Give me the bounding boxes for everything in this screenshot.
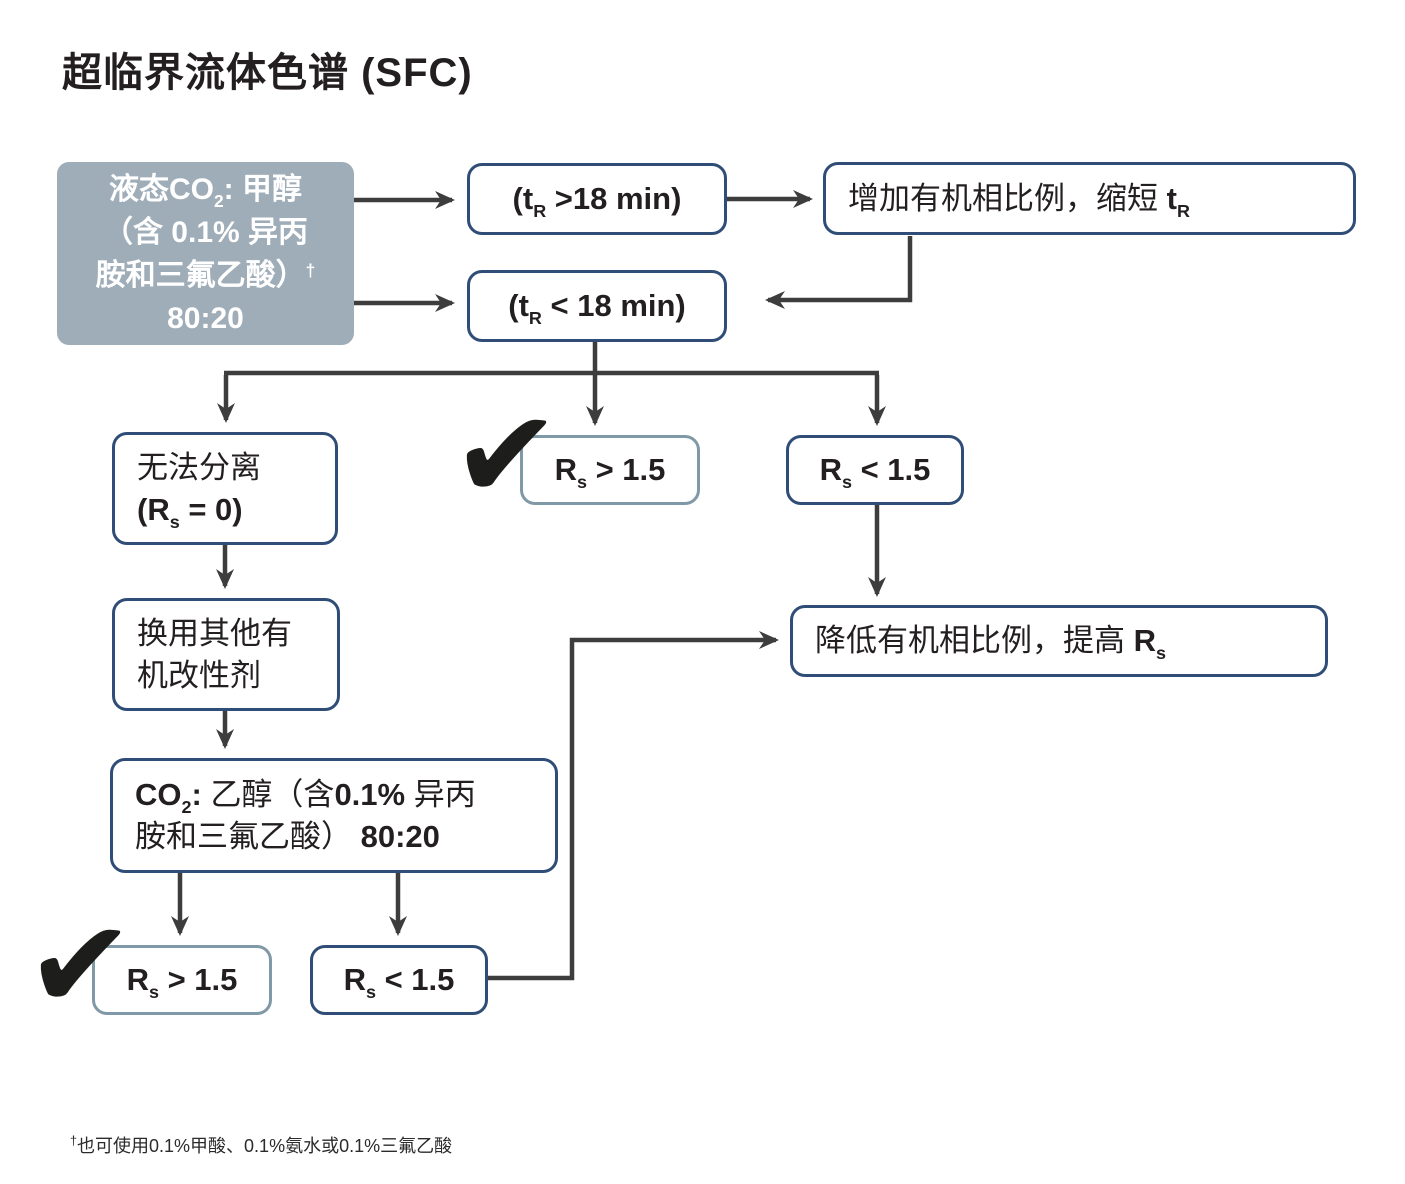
footnote: †也可使用0.1%甲酸、0.1%氨水或0.1%三氟乙酸 [70, 1134, 453, 1156]
rs-lt-bottom-label: Rs < 1.5 [343, 962, 455, 1003]
node-switch-modifier: 换用其他有 机改性剂 [112, 598, 340, 711]
checkmark-icon: ✔ [22, 888, 138, 1043]
tr-lt-label: (tR < 18 min) [508, 288, 686, 329]
node-rs-lt-1-5-bottom: Rs < 1.5 [310, 945, 488, 1015]
start-line4: 80:20 [167, 301, 244, 335]
node-increase-organic: 增加有机相比例，缩短 tR [823, 162, 1356, 235]
node-rs-gt-1-5-bottom: Rs > 1.5 [92, 945, 272, 1015]
node-rs-gt-1-5-mid: Rs > 1.5 [520, 435, 700, 505]
node-tr-lt-18min: (tR < 18 min) [467, 270, 727, 342]
arrow-rsltbot-to-decrease [488, 631, 779, 981]
start-line2: （含 0.1% 异丙 [102, 215, 309, 249]
dagger-marker: † [70, 1134, 78, 1148]
tr-gt-label: (tR >18 min) [512, 181, 682, 222]
no-separation-label: 无法分离 (Rs = 0) [137, 449, 261, 532]
start-line3: 胺和三氟乙酸）† [95, 258, 316, 292]
checkmark-icon: ✔ [448, 378, 564, 533]
node-start-mobile-phase: 液态CO2: 甲醇 （含 0.1% 异丙 胺和三氟乙酸）† 80:20 [57, 162, 354, 345]
arrow-increase-to-trlt [765, 236, 913, 309]
decrease-label: 降低有机相比例，提高 Rs [815, 623, 1167, 664]
rs-lt-top-label: Rs < 1.5 [819, 452, 931, 493]
node-decrease-organic: 降低有机相比例，提高 Rs [790, 605, 1328, 677]
switch-modifier-label: 换用其他有 机改性剂 [137, 615, 292, 693]
increase-label: 增加有机相比例，缩短 tR [848, 180, 1190, 221]
page-title: 超临界流体色谱 (SFC) [62, 51, 473, 95]
rs-gt-bottom-label: Rs > 1.5 [126, 962, 238, 1003]
start-line1: 液态CO2: 甲醇 [109, 172, 302, 211]
node-no-separation: 无法分离 (Rs = 0) [112, 432, 338, 545]
rs-gt-mid-label: Rs > 1.5 [554, 452, 666, 493]
co2-ethanol-label: CO2: 乙醇（含0.1% 异丙 胺和三氟乙酸） 80:20 [135, 776, 476, 854]
node-co2-ethanol: CO2: 乙醇（含0.1% 异丙 胺和三氟乙酸） 80:20 [110, 758, 558, 873]
node-rs-lt-1-5-top: Rs < 1.5 [786, 435, 964, 505]
node-tr-gt-18min: (tR >18 min) [467, 163, 727, 235]
